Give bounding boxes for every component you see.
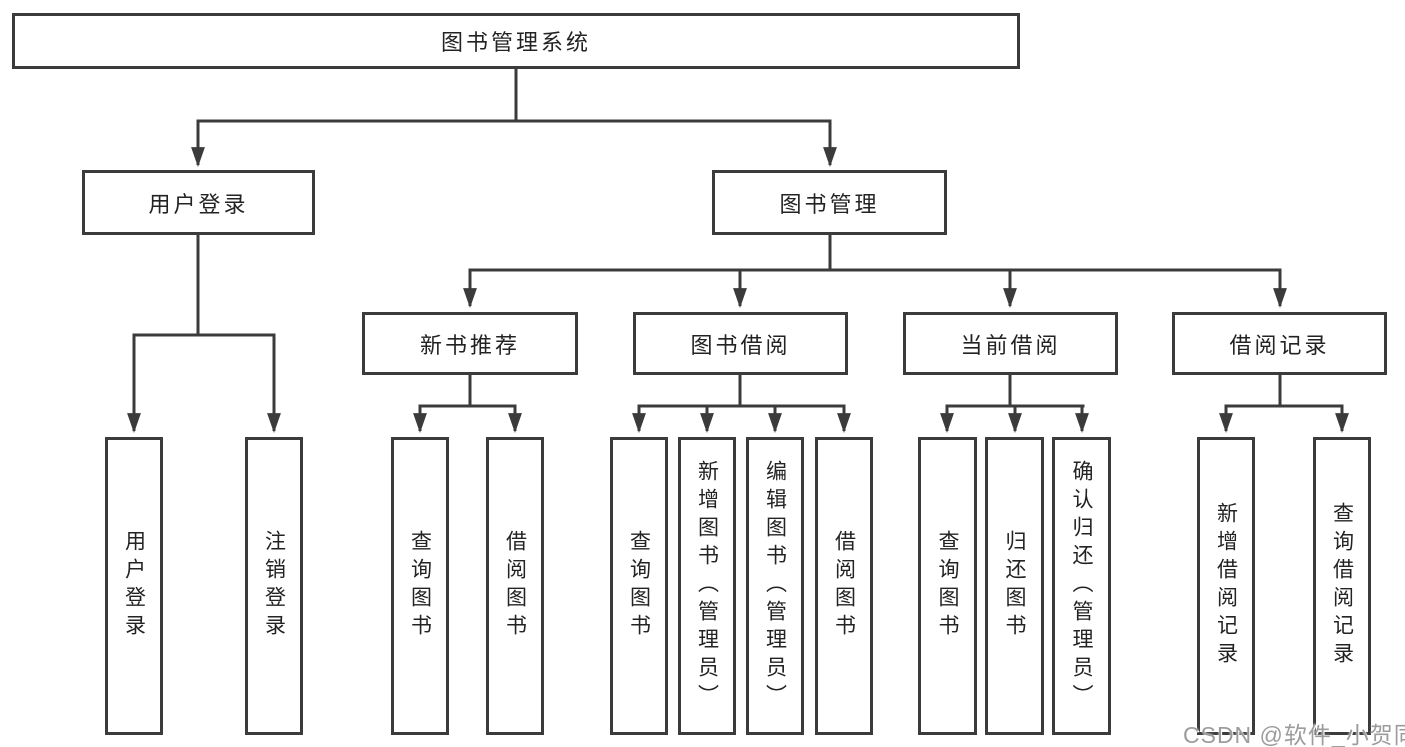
leaf-query-borrow-record: 查询借阅记录	[1313, 437, 1371, 735]
node-label: 归还图书	[1003, 530, 1026, 642]
node-label: 图书管理系统	[440, 30, 591, 55]
node-label: 新增借阅记录	[1214, 502, 1238, 670]
leaf-user-login: 用户登录	[105, 437, 163, 735]
node-label: 借阅图书	[832, 530, 856, 642]
leaf-return-books: 归还图书	[985, 437, 1044, 735]
node-library-system: 图书管理系统	[12, 13, 1020, 69]
node-label: 用户登录	[148, 191, 249, 217]
leaf-add-book-admin: 新增图书（管理员）	[678, 437, 736, 735]
group-borrowing-records: 借阅记录	[1172, 312, 1387, 375]
leaf-add-borrow-record: 新增借阅记录	[1197, 437, 1255, 735]
node-label: 查询借阅记录	[1330, 502, 1354, 670]
leaf-edit-book-admin: 编辑图书（管理员）	[746, 437, 804, 735]
node-label: 注销登录	[262, 530, 286, 642]
node-label: 借阅记录	[1229, 332, 1330, 358]
leaf-query-books-recommend: 查询图书	[391, 437, 449, 735]
csdn-watermark: CSDN @软件_小贺同学	[1183, 722, 1405, 747]
group-current-borrowing: 当前借阅	[903, 312, 1118, 375]
node-label: 借阅图书	[503, 530, 527, 642]
node-label: 新增图书（管理员）	[695, 460, 719, 712]
leaf-logout: 注销登录	[245, 437, 303, 735]
leaf-query-books-current: 查询图书	[918, 437, 977, 735]
leaf-borrow-books-borrow: 借阅图书	[815, 437, 873, 735]
node-label: 图书管理	[779, 191, 880, 217]
node-label: 图书借阅	[690, 332, 791, 358]
node-label: 查询图书	[627, 530, 651, 642]
node-label: 确认归还（管理员）	[1070, 460, 1093, 712]
node-user-login: 用户登录	[82, 170, 315, 235]
leaf-borrow-books-recommend: 借阅图书	[486, 437, 544, 735]
node-label: 查询图书	[408, 530, 432, 642]
node-label: 当前借阅	[960, 332, 1061, 358]
group-new-book-recommendation: 新书推荐	[362, 312, 578, 375]
node-book-management: 图书管理	[712, 170, 947, 235]
leaf-confirm-return-admin: 确认归还（管理员）	[1052, 437, 1111, 735]
leaf-query-books-borrow: 查询图书	[610, 437, 668, 735]
node-label: 查询图书	[936, 530, 959, 642]
node-label: 用户登录	[122, 530, 146, 642]
node-label: 编辑图书（管理员）	[763, 460, 787, 712]
group-book-borrowing: 图书借阅	[633, 312, 848, 375]
node-label: 新书推荐	[419, 332, 520, 358]
